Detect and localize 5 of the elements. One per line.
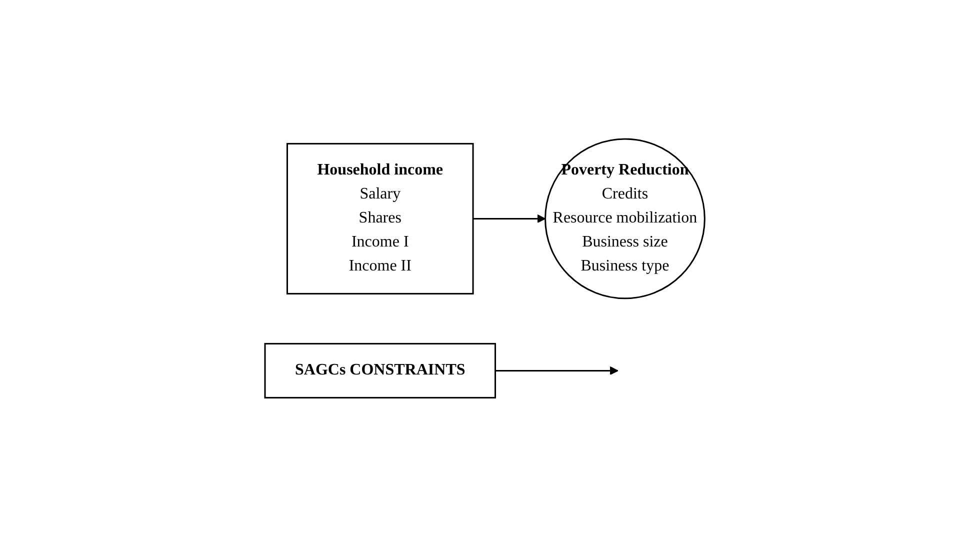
arrow: [473, 214, 546, 223]
node-box: SAGCs CONSTRAINTS: [264, 342, 496, 398]
node-box: Household income Salary Shares Income I Income II: [286, 142, 474, 294]
arrow: [495, 366, 619, 375]
node-circle: Poverty Reduction Credits Resource mobilization Business size Business type: [544, 138, 706, 299]
